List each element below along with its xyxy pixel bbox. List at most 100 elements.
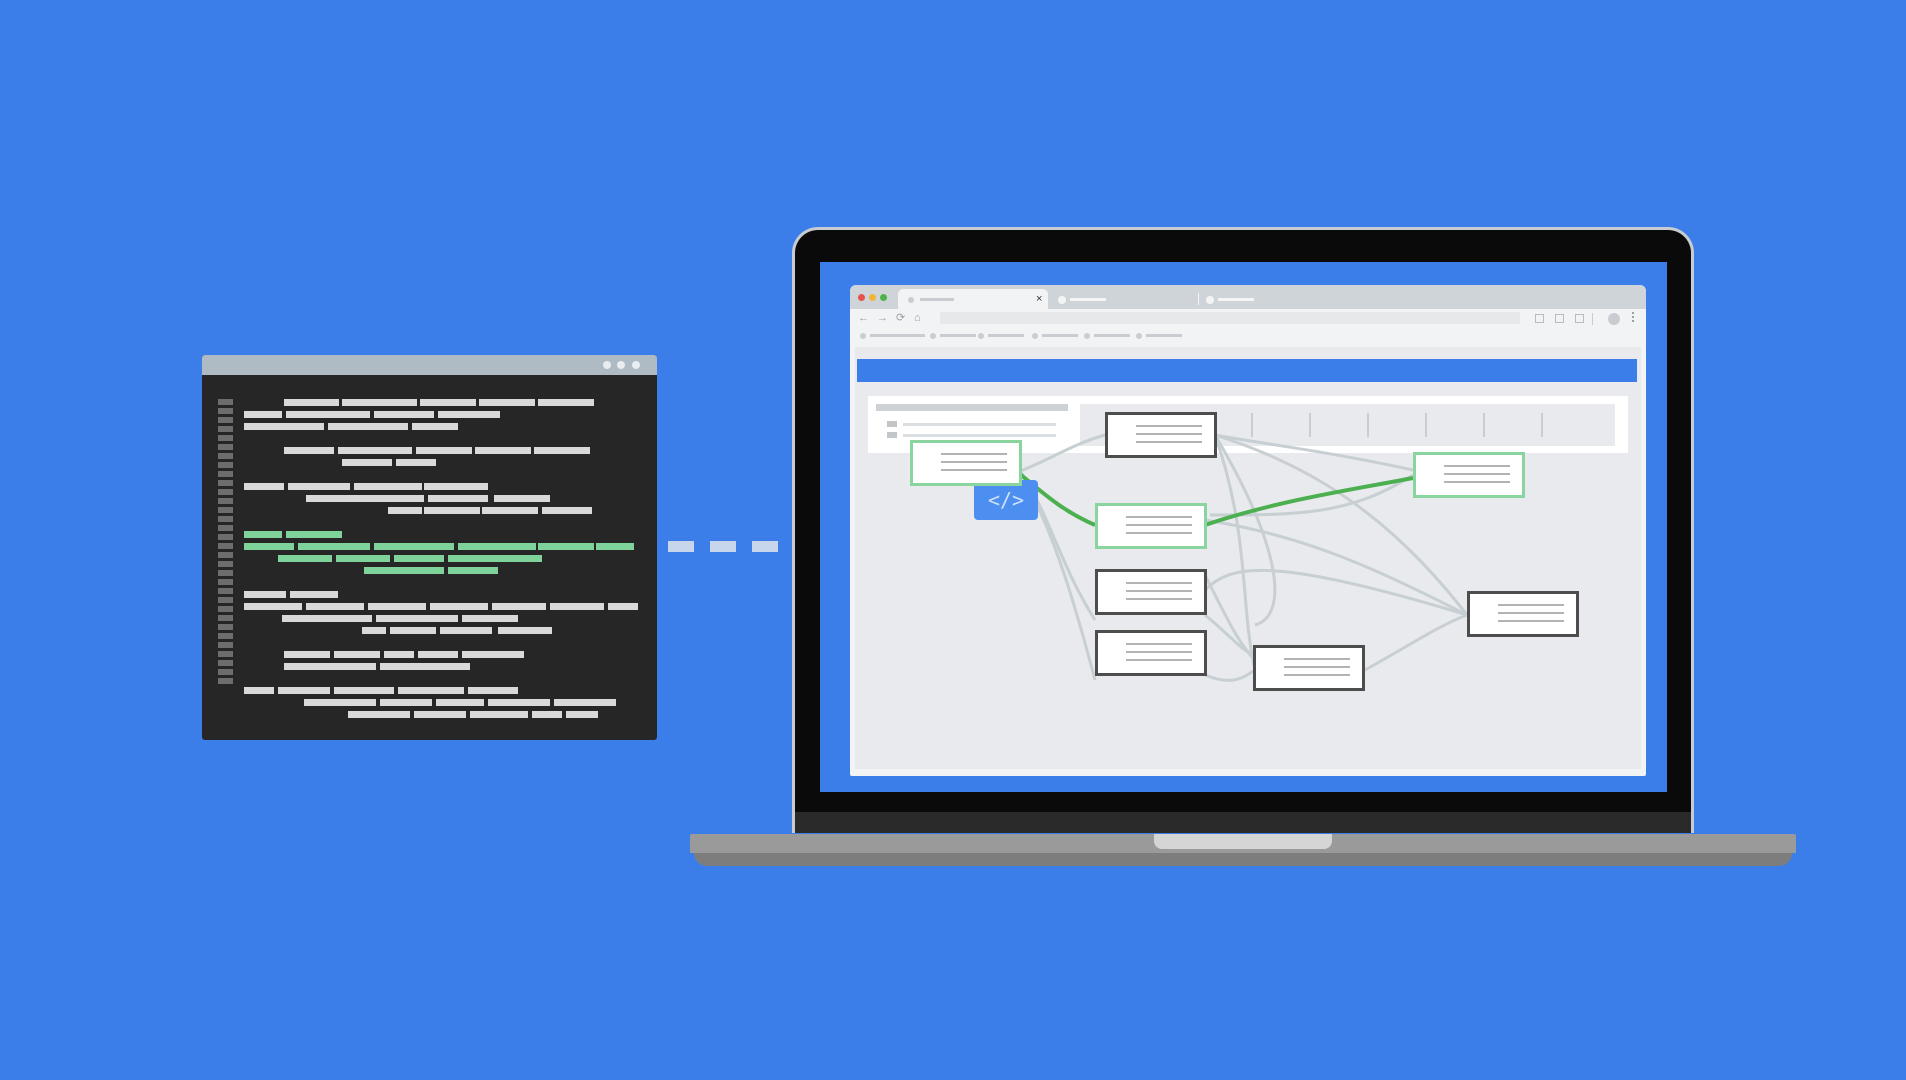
code-icon[interactable]: </> <box>974 480 1038 520</box>
list-icon <box>887 432 897 438</box>
node-text-placeholder <box>1444 481 1510 483</box>
extension-icon[interactable] <box>1535 314 1544 323</box>
tab-title-placeholder[interactable] <box>1218 298 1254 301</box>
node-text-placeholder <box>1126 598 1192 600</box>
line-number-gutter <box>218 408 233 414</box>
close-icon[interactable]: × <box>1036 293 1043 305</box>
graph-edge-active <box>1013 468 1096 527</box>
line-number-gutter <box>218 615 233 621</box>
graph-node-highlighted[interactable] <box>1413 452 1525 498</box>
code-line <box>608 603 638 610</box>
line-number-gutter <box>218 534 233 540</box>
highlighted-code-line <box>458 543 536 550</box>
highlighted-code-line <box>596 543 634 550</box>
tab-active[interactable] <box>898 289 1048 309</box>
window-control-icon[interactable] <box>617 361 625 369</box>
node-text-placeholder <box>1136 433 1202 435</box>
laptop-chin <box>795 812 1691 833</box>
node-text-placeholder <box>1126 582 1192 584</box>
line-number-gutter <box>218 498 233 504</box>
window-control-icon[interactable] <box>632 361 640 369</box>
code-line <box>244 687 274 694</box>
tab-title-placeholder <box>920 298 954 301</box>
graph-node[interactable] <box>1467 591 1579 637</box>
window-control-icon[interactable] <box>603 361 611 369</box>
extension-icon[interactable] <box>1555 314 1564 323</box>
node-text-placeholder <box>1126 524 1192 526</box>
code-line <box>380 663 470 670</box>
forward-arrow-icon[interactable]: → <box>877 312 888 324</box>
graph-edge <box>1203 574 1257 662</box>
code-editor-window <box>202 355 657 740</box>
code-line <box>284 447 334 454</box>
timeline-tick <box>1483 413 1485 437</box>
graph-node[interactable] <box>1105 412 1217 458</box>
line-number-gutter <box>218 660 233 666</box>
line-number-gutter <box>218 444 233 450</box>
line-number-gutter <box>218 417 233 423</box>
bookmark-favicon-icon <box>860 333 866 339</box>
line-number-gutter <box>218 597 233 603</box>
bookmark-favicon-icon <box>930 333 936 339</box>
node-text-placeholder <box>941 469 1007 471</box>
code-line <box>282 615 372 622</box>
line-number-gutter <box>218 462 233 468</box>
code-line <box>290 591 338 598</box>
code-line <box>380 699 432 706</box>
graph-node-highlighted[interactable] <box>910 440 1022 486</box>
address-bar[interactable] <box>940 312 1520 324</box>
graph-node[interactable] <box>1095 569 1207 615</box>
graph-edge <box>1364 613 1468 672</box>
graph-edge <box>1204 613 1256 657</box>
reload-icon[interactable]: ⟳ <box>896 312 906 324</box>
extension-icon[interactable] <box>1575 314 1584 323</box>
code-line <box>488 699 550 706</box>
node-text-placeholder <box>1126 659 1192 661</box>
home-icon[interactable]: ⌂ <box>914 312 921 324</box>
graph-node[interactable] <box>1253 645 1365 691</box>
maximize-window-icon[interactable] <box>880 294 887 301</box>
code-line <box>532 711 562 718</box>
list-line-placeholder <box>903 423 1056 426</box>
code-line <box>550 603 604 610</box>
code-line <box>436 699 484 706</box>
highlighted-code-line <box>448 567 498 574</box>
line-number-gutter <box>218 435 233 441</box>
graph-edge <box>1213 434 1257 671</box>
code-line <box>424 507 480 514</box>
bookmark-favicon-icon <box>1136 333 1142 339</box>
tab-favicon-icon[interactable] <box>1206 296 1214 304</box>
graph-node[interactable] <box>1095 630 1207 676</box>
bookmark-favicon-icon <box>1084 333 1090 339</box>
back-arrow-icon[interactable]: ← <box>858 312 869 324</box>
close-window-icon[interactable] <box>858 294 865 301</box>
editor-titlebar <box>202 355 657 375</box>
graph-edge <box>1214 433 1469 616</box>
menu-icon[interactable] <box>1632 312 1634 314</box>
node-text-placeholder <box>1136 425 1202 427</box>
connector-dash <box>752 541 778 552</box>
line-number-gutter <box>218 606 233 612</box>
line-number-gutter <box>218 633 233 639</box>
line-number-gutter <box>218 453 233 459</box>
code-line <box>306 603 364 610</box>
line-number-gutter <box>218 543 233 549</box>
node-text-placeholder <box>1284 666 1350 668</box>
code-line <box>244 423 324 430</box>
highlighted-code-line <box>448 555 542 562</box>
bookmark-label-placeholder <box>1042 334 1078 337</box>
code-line <box>278 687 330 694</box>
code-line <box>428 495 488 502</box>
code-line <box>374 411 434 418</box>
node-text-placeholder <box>1444 473 1510 475</box>
tab-favicon-icon[interactable] <box>1058 296 1066 304</box>
laptop-base-bottom <box>694 853 1792 866</box>
tab-title-placeholder[interactable] <box>1070 298 1106 301</box>
line-number-gutter <box>218 570 233 576</box>
avatar-icon[interactable] <box>1608 313 1620 325</box>
minimize-window-icon[interactable] <box>869 294 876 301</box>
panel-title-placeholder <box>876 404 1068 411</box>
graph-node-highlighted[interactable] <box>1095 503 1207 549</box>
highlighted-code-line <box>336 555 390 562</box>
bookmarks-bar <box>850 328 1646 344</box>
